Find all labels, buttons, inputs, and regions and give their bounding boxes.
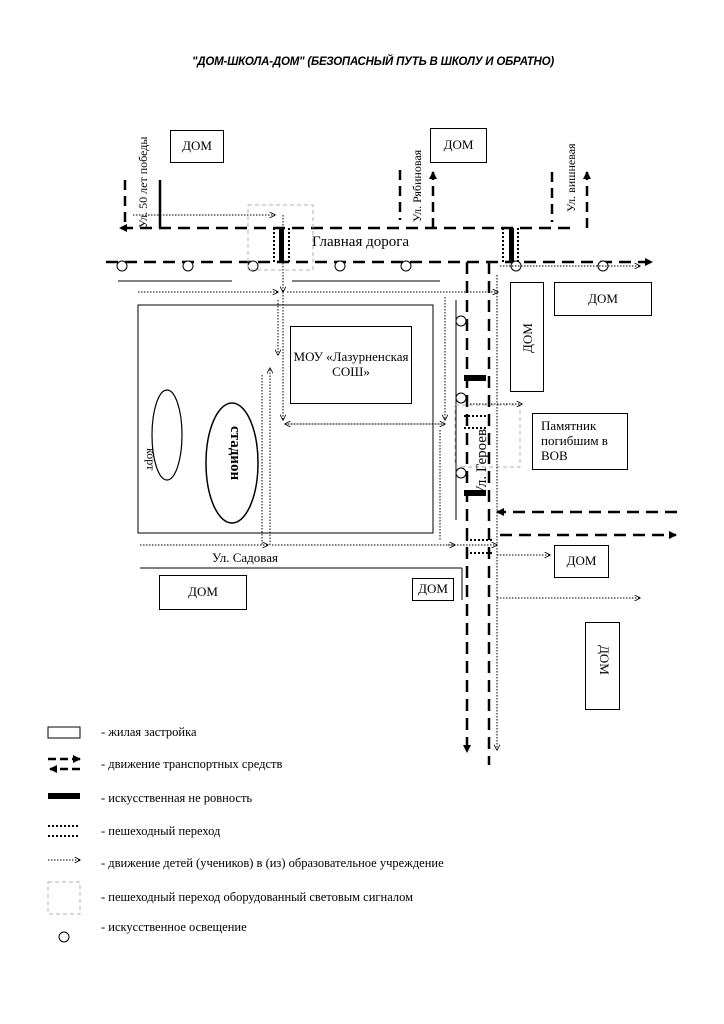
streetlight-icon <box>455 315 467 327</box>
house-1: ДОМ <box>170 130 224 163</box>
school-building: МОУ «Лазурненская СОШ» <box>290 326 412 404</box>
speed-bump-icon <box>464 375 486 381</box>
vishnevaya-street-label: Ул. вишневая <box>564 143 578 212</box>
stadium <box>205 402 259 524</box>
streetlight-icon <box>455 467 467 479</box>
house-3: ДОМ <box>554 282 652 316</box>
legend-item: - искусственная не ровность <box>101 790 253 805</box>
legend-item: - движение транспортных средств <box>101 756 283 771</box>
legend-item: - движение детей (учеников) в (из) образ… <box>101 855 444 870</box>
house-8: ДОМ <box>585 622 620 710</box>
children-routes <box>133 215 640 750</box>
house-4: ДОМ <box>510 282 544 392</box>
school-compound <box>137 304 434 534</box>
speed-bump-icon <box>48 793 80 799</box>
legend-symbols <box>47 726 81 943</box>
court-label: корт <box>144 448 158 471</box>
signal-crosswalks <box>247 204 521 468</box>
legend-item: - жилая застройка <box>101 724 197 739</box>
speed-bump-icon <box>279 228 284 262</box>
crosswalks <box>273 228 519 554</box>
streetlight-icon <box>334 260 346 272</box>
streetlights <box>116 260 609 479</box>
building-icon <box>47 726 81 739</box>
main-road <box>106 224 653 282</box>
geroev-street <box>140 262 677 765</box>
ryabinovaya-street-label: Ул. Рябиновая <box>410 149 424 222</box>
streetlight-icon <box>182 260 194 272</box>
house-2: ДОМ <box>430 128 487 163</box>
speed-bump-icon <box>464 490 486 496</box>
signal-crosswalk-icon <box>47 881 81 915</box>
house-5: ДОМ <box>159 575 247 610</box>
sadovaya-street-label: Ул. Садовая <box>212 550 278 565</box>
monument: Памятник погибшим в ВОВ <box>532 413 628 470</box>
house-6: ДОМ <box>412 578 454 601</box>
main-road-label: Главная дорога <box>312 234 410 250</box>
stadium-label: стадион <box>227 426 243 481</box>
streetlight-icon <box>400 260 412 272</box>
side-streets <box>123 170 591 228</box>
pobedy-street-label: Ул. 50 лет победы <box>136 136 150 228</box>
geroev-street-label: Ул. Героев <box>474 428 490 496</box>
streetlight-icon <box>116 260 128 272</box>
legend-item: - пешеходный переход оборудованный свето… <box>101 889 414 904</box>
court <box>151 389 183 481</box>
streetlight-icon <box>58 931 70 943</box>
speed-bump-icon <box>509 228 514 262</box>
speed-bumps <box>279 228 514 496</box>
legend-item: - искусственное освещение <box>101 919 247 934</box>
streetlight-icon <box>455 392 467 404</box>
house-7: ДОМ <box>554 545 609 578</box>
legend-item: - пешеходный переход <box>101 823 221 838</box>
page-title: "ДОМ-ШКОЛА-ДОМ" (БЕЗОПАСНЫЙ ПУТЬ В ШКОЛУ… <box>192 56 555 68</box>
